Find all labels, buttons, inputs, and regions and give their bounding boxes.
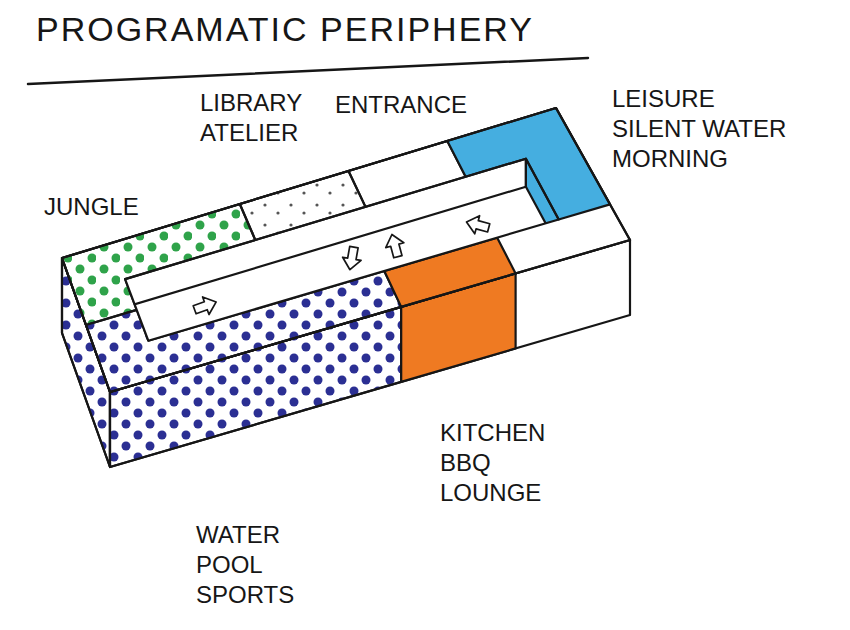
zone-label-box: LIBRARY ATELIER xyxy=(200,88,312,148)
zone-label-box: LEISURE SILENT WATER MORNING xyxy=(612,84,798,174)
flow-arrows xyxy=(191,213,491,319)
inward-arrow xyxy=(383,232,407,259)
zone-label: JUNGLE xyxy=(44,192,139,222)
zone-label: ENTRANCE xyxy=(335,90,467,120)
zone-label: WATER POOL SPORTS xyxy=(196,520,310,610)
diagram-title: PROGRAMATIC PERIPHERY xyxy=(36,8,534,51)
inward-arrow xyxy=(341,245,363,271)
zone-label: LEISURE SILENT WATER MORNING xyxy=(612,84,798,174)
zone-label-box: WATER POOL SPORTS xyxy=(196,520,310,610)
inward-arrow xyxy=(464,213,491,237)
zone-label-box: JUNGLE xyxy=(44,192,139,222)
zone-label-box: ENTRANCE xyxy=(335,90,467,120)
title-underline xyxy=(28,58,588,84)
zone-label-box: KITCHEN BBQ LOUNGE xyxy=(440,418,558,508)
inner-wall xyxy=(125,159,526,307)
diagram-title-box: PROGRAMATIC PERIPHERY xyxy=(36,8,534,51)
courtyard-edge xyxy=(125,159,559,341)
zone-label: LIBRARY ATELIER xyxy=(200,88,312,148)
zone-label: KITCHEN BBQ LOUNGE xyxy=(440,418,558,508)
inner-wall xyxy=(526,159,559,248)
ring-volume xyxy=(62,108,630,467)
courtyard xyxy=(125,159,559,341)
top-edge xyxy=(62,108,630,392)
inward-arrow xyxy=(191,293,219,318)
courtyard-floor xyxy=(125,159,559,341)
top-surface xyxy=(62,108,630,392)
